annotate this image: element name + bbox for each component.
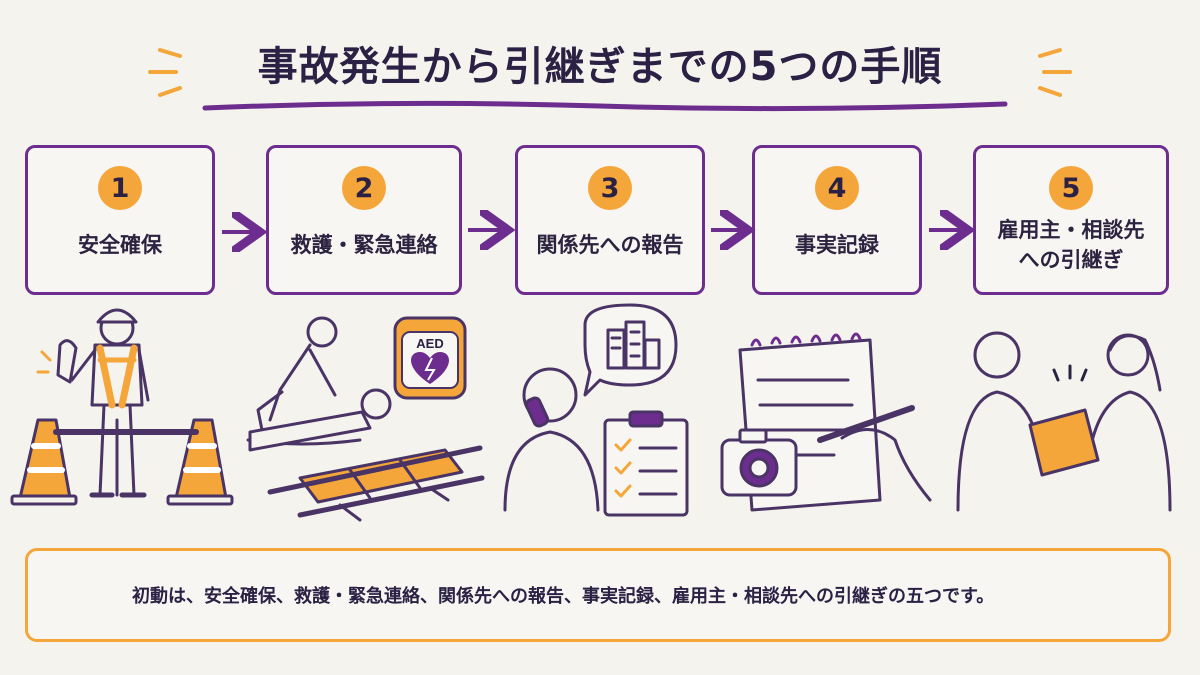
step-label: 関係先への報告	[536, 233, 684, 257]
summary-box: 初動は、安全確保、救護・緊急連絡、関係先への報告、事実記録、雇用主・相談先への引…	[25, 548, 1171, 642]
handover-people-icon	[956, 331, 1172, 512]
aed-label: AED	[416, 336, 443, 351]
step-label: 救護・緊急連絡	[290, 233, 438, 257]
step-label: 事実記録	[795, 233, 879, 257]
step-number-badge: 4	[815, 166, 859, 210]
step-card-3: 3 関係先への報告	[515, 145, 705, 295]
step-number-badge: 1	[98, 166, 142, 210]
rescue-cpr-icon	[246, 316, 392, 452]
step-number-badge: 3	[588, 166, 632, 210]
aed-icon	[393, 316, 467, 400]
step-card-4: 4 事実記録	[752, 145, 922, 295]
safety-worker-icon	[10, 308, 234, 506]
step-label: 安全確保	[78, 233, 162, 257]
phone-report-icon	[503, 303, 678, 512]
step-label: 雇用主・相談先 への引継ぎ	[997, 218, 1145, 272]
step-number-badge: 5	[1049, 166, 1093, 210]
pen-hand-icon	[817, 405, 932, 502]
title-spark-right-icon	[1038, 48, 1072, 97]
stretcher-icon	[267, 445, 485, 522]
clipboard-checklist-icon	[603, 410, 689, 517]
title-underline	[202, 100, 1008, 112]
step-number-badge: 2	[342, 166, 386, 210]
step-card-1: 1 安全確保	[25, 145, 215, 295]
summary-text: 初動は、安全確保、救護・緊急連絡、関係先への報告、事実記録、雇用主・相談先への引…	[132, 586, 995, 607]
camera-icon	[720, 428, 798, 497]
step-card-5: 5 雇用主・相談先 への引継ぎ	[973, 145, 1169, 295]
title-spark-left-icon	[148, 48, 182, 97]
page-title: 事故発生から引継ぎまでの5つの手順	[257, 44, 943, 90]
